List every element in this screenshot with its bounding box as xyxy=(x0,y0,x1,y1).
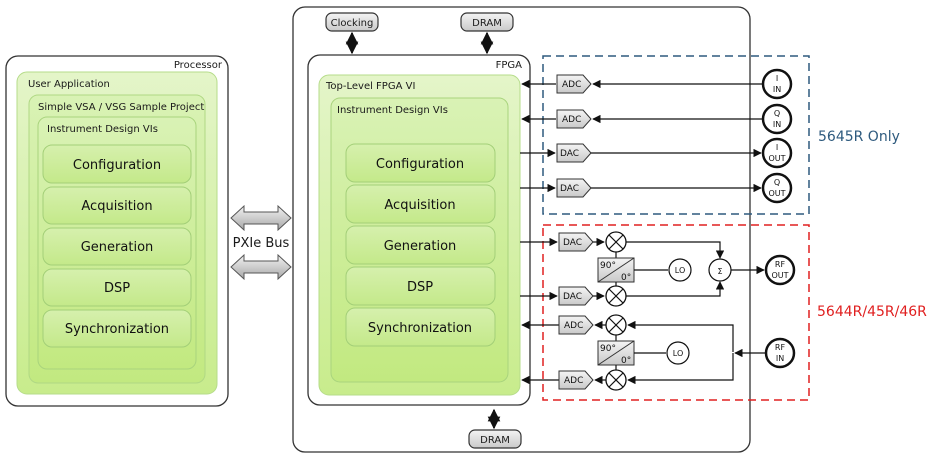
svg-text:IN: IN xyxy=(773,120,781,129)
svg-text:Acquisition: Acquisition xyxy=(384,198,455,213)
tx-dac-q: DAC xyxy=(558,286,594,306)
svg-text:0°: 0° xyxy=(621,356,631,366)
svg-text:OUT: OUT xyxy=(771,271,788,280)
svg-text:DRAM: DRAM xyxy=(480,435,510,446)
tx-lo: LO xyxy=(668,258,692,282)
rf-section-border xyxy=(542,224,810,401)
adc-i-in: ADC xyxy=(556,74,592,94)
svg-text:DSP: DSP xyxy=(407,280,433,295)
sample-project-label: Simple VSA / VSG Sample Project xyxy=(38,102,204,113)
processor-block-configuration[interactable]: Configuration xyxy=(42,144,192,184)
user-application-label: User Application xyxy=(28,79,110,90)
rx-mixer-i xyxy=(605,314,627,336)
svg-text:DAC: DAC xyxy=(560,184,579,194)
summer: Σ xyxy=(708,258,732,282)
fpga-block-dsp[interactable]: DSP xyxy=(345,266,496,306)
svg-text:LO: LO xyxy=(675,266,685,275)
iq-section-border xyxy=(542,55,810,215)
top-level-fpga-vi-label: Top-Level FPGA VI xyxy=(325,81,415,92)
fpga-block-configuration[interactable]: Configuration xyxy=(345,143,496,183)
rx-mixer-q xyxy=(605,369,627,391)
iq-section-label: 5645R Only xyxy=(818,129,900,145)
svg-text:I: I xyxy=(776,143,778,152)
svg-text:DAC: DAC xyxy=(560,149,579,159)
svg-text:Configuration: Configuration xyxy=(376,157,464,172)
processor-block-dsp[interactable]: DSP xyxy=(42,268,192,307)
dac-i-out: DAC xyxy=(556,143,592,163)
adc-q-in: ADC xyxy=(556,109,592,129)
tx-dac-i: DAC xyxy=(558,232,594,252)
tx-mixer-i-to-summer xyxy=(626,241,725,259)
dram-block-bottom[interactable]: DRAM xyxy=(468,429,522,449)
svg-text:RF: RF xyxy=(775,343,786,352)
svg-text:ADC: ADC xyxy=(562,80,581,90)
svg-text:IN: IN xyxy=(773,85,781,94)
svg-text:ADC: ADC xyxy=(562,115,581,125)
svg-text:Synchronization: Synchronization xyxy=(368,321,472,336)
fpga-title: FPGA xyxy=(496,60,523,71)
svg-text:Q: Q xyxy=(774,178,780,187)
rf-in-to-rx-mixer-q xyxy=(627,353,734,385)
port-i-out: I OUT xyxy=(761,137,793,169)
svg-text:90°: 90° xyxy=(600,261,616,271)
fpga-block-acquisition[interactable]: Acquisition xyxy=(345,184,496,224)
tx-phase-splitter: 90° 0° xyxy=(597,257,635,283)
port-q-out: Q OUT xyxy=(761,172,793,204)
svg-text:LO: LO xyxy=(673,349,683,358)
processor-instrument-design-label: Instrument Design VIs xyxy=(47,124,158,135)
pxie-bus-arrow-top xyxy=(230,204,292,232)
tx-mixer-q-to-summer xyxy=(626,281,725,297)
port-rf-out: RF OUT xyxy=(764,254,796,286)
tx-mixer-q xyxy=(605,285,627,307)
dram-block-top[interactable]: DRAM xyxy=(460,12,514,32)
svg-text:RF: RF xyxy=(775,260,786,269)
svg-text:Generation: Generation xyxy=(384,239,457,254)
svg-text:ADC: ADC xyxy=(564,321,583,331)
svg-text:0°: 0° xyxy=(621,273,631,283)
rx-lo: LO xyxy=(666,341,690,365)
svg-text:Configuration: Configuration xyxy=(73,158,161,173)
tx-mixer-i xyxy=(605,231,627,253)
processor-block-synchronization[interactable]: Synchronization xyxy=(42,309,192,348)
svg-text:OUT: OUT xyxy=(768,154,785,163)
svg-text:I: I xyxy=(776,74,778,83)
fpga-instrument-design-label: Instrument Design VIs xyxy=(337,105,448,116)
svg-text:Σ: Σ xyxy=(717,267,722,276)
rf-in-to-rx-mixer-i xyxy=(627,320,734,352)
rx-adc-q: ADC xyxy=(558,370,594,390)
fpga-block-synchronization[interactable]: Synchronization xyxy=(345,307,496,347)
svg-text:Q: Q xyxy=(774,109,780,118)
dac-q-out: DAC xyxy=(556,178,592,198)
svg-text:DAC: DAC xyxy=(563,238,582,248)
rx-adc-i: ADC xyxy=(558,315,594,335)
pxie-bus-label: PXIe Bus xyxy=(233,236,290,251)
svg-text:Generation: Generation xyxy=(81,240,154,255)
port-rf-in: RF IN xyxy=(764,337,796,369)
rx-phase-splitter: 90° 0° xyxy=(597,340,635,366)
svg-text:IN: IN xyxy=(776,354,784,363)
svg-text:DAC: DAC xyxy=(563,292,582,302)
svg-text:Synchronization: Synchronization xyxy=(65,322,169,337)
svg-text:90°: 90° xyxy=(600,344,616,354)
pxie-bus-arrow-bottom xyxy=(230,253,292,281)
clocking-block[interactable]: Clocking xyxy=(325,12,379,32)
port-q-in: Q IN xyxy=(761,103,793,135)
port-i-in: I IN xyxy=(761,68,793,100)
processor-title: Processor xyxy=(174,60,223,71)
svg-text:DRAM: DRAM xyxy=(472,18,502,29)
svg-text:ADC: ADC xyxy=(564,376,583,386)
fpga-block-generation[interactable]: Generation xyxy=(345,225,496,265)
rf-section-label: 5644R/45R/46R xyxy=(817,304,927,320)
processor-block-acquisition[interactable]: Acquisition xyxy=(42,186,192,225)
svg-text:Acquisition: Acquisition xyxy=(81,199,152,214)
processor-block-generation[interactable]: Generation xyxy=(42,227,192,266)
svg-text:OUT: OUT xyxy=(768,189,785,198)
svg-text:Clocking: Clocking xyxy=(331,18,374,29)
svg-text:DSP: DSP xyxy=(104,281,130,296)
